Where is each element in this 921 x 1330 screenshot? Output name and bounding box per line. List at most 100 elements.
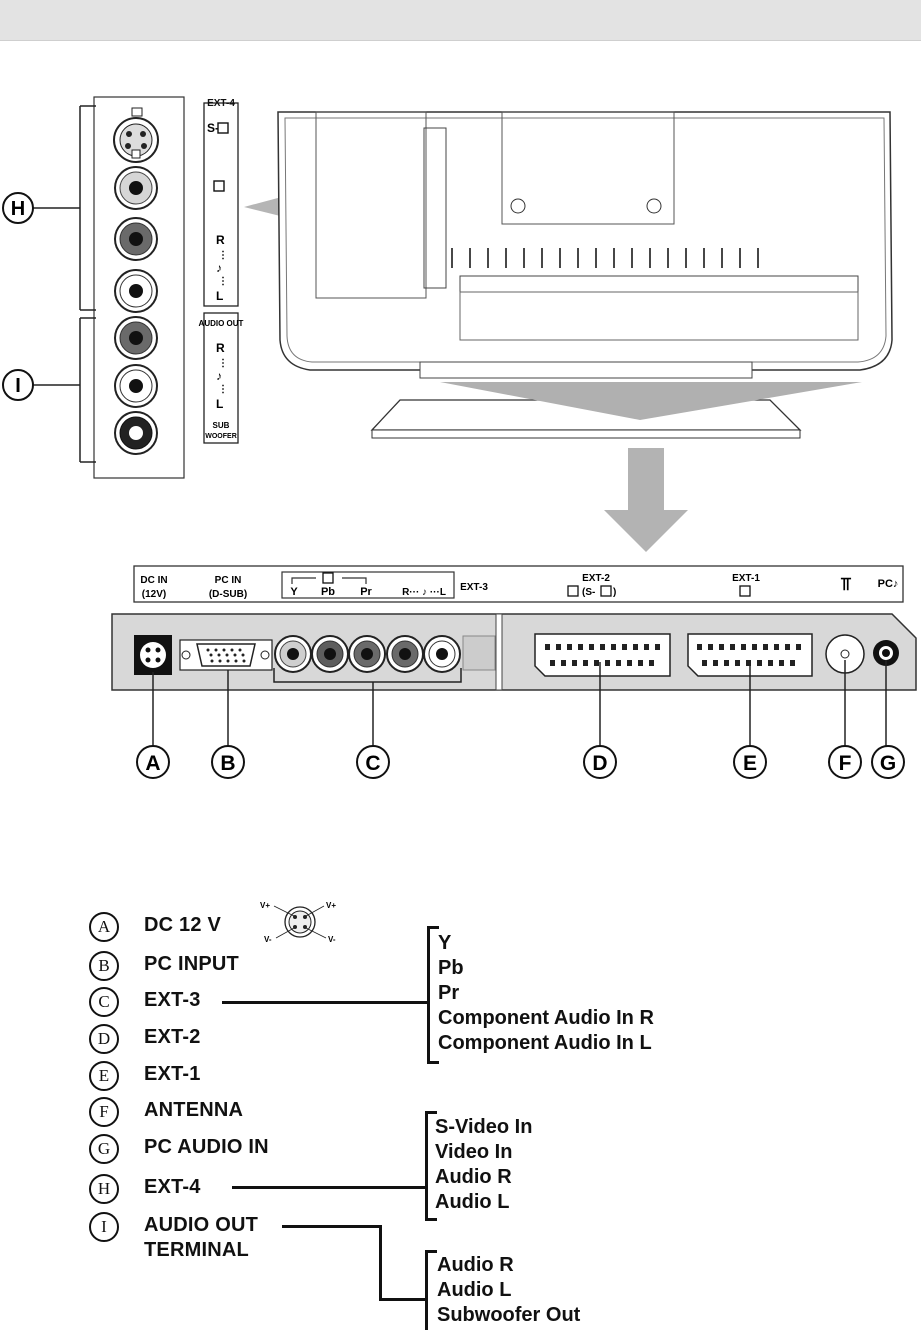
arrow-down: [604, 448, 688, 552]
svg-text:⋮: ⋮: [218, 250, 228, 261]
svg-text:⋮: ⋮: [218, 358, 228, 369]
audio-out-strip: [203, 312, 239, 444]
sub-label-1: SUB: [213, 421, 230, 430]
callout-d: D: [583, 745, 617, 779]
dc-in-port: [134, 635, 172, 675]
y-label: Y: [290, 586, 298, 598]
ext4-group-bracket: [425, 1111, 428, 1221]
ext3-item-pr: Pr: [438, 982, 460, 1004]
ext3-bracket-top: [427, 926, 439, 929]
legend-key-g: G: [89, 1134, 119, 1164]
legend-key-a: A: [89, 912, 119, 942]
legend-label-i-line2: TERMINAL: [144, 1239, 249, 1261]
audio-out-item-l: Audio L: [437, 1279, 512, 1301]
legend-key-c: C: [89, 987, 119, 1017]
callout-b-letter: B: [220, 752, 235, 775]
callout-c: C: [356, 745, 390, 779]
legend-key-f: F: [89, 1097, 119, 1127]
callout-a-letter: A: [145, 752, 160, 775]
callout-b: B: [211, 745, 245, 779]
ext4-bracket-bottom: [425, 1218, 437, 1221]
page-header-bar: [0, 0, 921, 41]
ext3-bracket-bottom: [427, 1061, 439, 1064]
audio-out-strip-title: AUDIO OUT: [199, 319, 244, 328]
ext3-item-audio-l: Component Audio In L: [438, 1032, 652, 1054]
pc-in-sub: (D-SUB): [209, 589, 247, 600]
legend-label-b: PC INPUT: [144, 953, 239, 975]
legend-label-c: EXT-3: [144, 989, 201, 1011]
callout-d-letter: D: [592, 752, 607, 775]
scart-ext1-port: [687, 633, 813, 677]
svideo-connector: [113, 107, 159, 163]
side-jack-video: [114, 166, 158, 210]
callout-h: H: [2, 192, 34, 224]
ext3-group-bracket: [427, 926, 430, 1064]
svg-text:♪: ♪: [216, 369, 222, 383]
callout-g: G: [871, 745, 905, 779]
legend-label-a: DC 12 V: [144, 914, 221, 936]
callout-c-letter: C: [365, 752, 380, 775]
ext3-item-audio-r: Component Audio In R: [438, 1007, 654, 1029]
ext3-connector-line: [222, 1001, 428, 1004]
ext3-label: EXT-3: [460, 582, 488, 593]
callout-i: I: [2, 369, 34, 401]
legend-key-b: B: [89, 951, 119, 981]
ext1-label: EXT-1: [732, 573, 760, 584]
callout-f-letter: F: [839, 752, 852, 775]
pb-label: Pb: [321, 586, 335, 598]
component-jacks: [274, 635, 496, 673]
callout-i-letter: I: [15, 375, 21, 397]
legend-key-i: I: [89, 1212, 119, 1242]
side-jack-out-l: [114, 364, 158, 408]
side-jack-subwoofer: [114, 411, 158, 455]
antenna-symbol: ⫪: [841, 574, 851, 594]
audio-out-item-sub: Subwoofer Out: [437, 1304, 581, 1326]
ext4-connector-line: [232, 1186, 426, 1189]
dc-in-label: DC IN: [140, 575, 167, 586]
pr-label: Pr: [360, 586, 372, 598]
dc-pin-vplus-left: V+: [260, 901, 270, 910]
pc-in-label: PC IN: [215, 575, 242, 586]
audio-out-r: R: [216, 341, 225, 355]
legend-key-e: E: [89, 1061, 119, 1091]
callout-g-letter: G: [880, 752, 896, 775]
ext4-item-video: Video In: [435, 1141, 513, 1163]
dc-pin-diagram: V+ V+ V- V-: [260, 901, 336, 944]
dc-pin-vplus-right: V+: [326, 901, 336, 910]
ext4-item-audio-l: Audio L: [435, 1191, 510, 1213]
audio-out-group-list: Audio R Audio L Subwoofer Out: [437, 1253, 580, 1328]
side-jack-audio-l: [114, 269, 158, 313]
ext4-bracket-top: [425, 1111, 437, 1114]
svideo-strip-label: S-: [207, 121, 219, 135]
legend-label-i: AUDIO OUT: [144, 1214, 259, 1236]
ext4-r-label: R: [216, 233, 225, 247]
vga-port: [179, 639, 273, 671]
side-jack-audio-r: [114, 217, 158, 261]
legend-label-d: EXT-2: [144, 1026, 201, 1048]
connection-diagram: H I EXT-4 S- R ⋮ ♪ ⋮ L AUDIO OUT R ⋮ ♪ ⋮…: [2, 96, 917, 779]
audio-out-connector-h1: [282, 1225, 382, 1228]
ext4-label-strip: [203, 102, 239, 307]
svg-text:): ): [613, 587, 616, 598]
scart-ext2-port: [534, 633, 671, 677]
audio-out-group-bracket: [425, 1250, 428, 1330]
svg-text:⋮: ⋮: [218, 384, 228, 395]
dc-pin-vminus-right: V-: [328, 935, 336, 944]
ext4-l-label: L: [216, 289, 223, 303]
ext4-strip-title: EXT-4: [207, 98, 235, 109]
rl-label: R··· ♪ ···L: [402, 587, 446, 598]
callout-e-letter: E: [743, 752, 757, 775]
ext2-label: EXT-2: [582, 573, 610, 584]
ext2-svideo: (S-: [582, 587, 595, 598]
sub-label-2: WOOFER: [205, 433, 237, 440]
audio-out-bracket-top: [425, 1250, 437, 1253]
dc-pin-vminus-left: V-: [264, 935, 272, 944]
legend-key-h: H: [89, 1174, 119, 1204]
callout-a: A: [136, 745, 170, 779]
ext3-item-pb: Pb: [438, 957, 464, 979]
callout-f: F: [828, 745, 862, 779]
svg-text:♪: ♪: [216, 261, 222, 275]
pc-audio-label: PC♪: [878, 578, 899, 590]
ext4-group-list: S-Video In Video In Audio R Audio L: [435, 1115, 532, 1215]
ext3-group-list: Y Pb Pr Component Audio In R Component A…: [438, 931, 654, 1056]
